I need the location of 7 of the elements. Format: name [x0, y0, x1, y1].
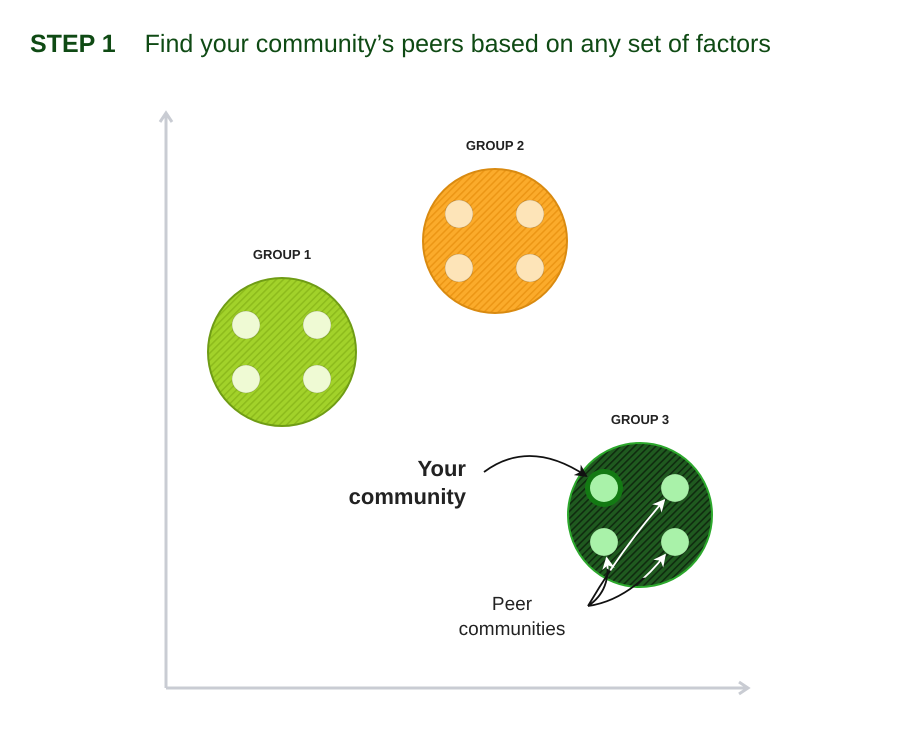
callout-text: Your community — [348, 455, 466, 510]
title: STEP 1 Find your community’s peers based on any set of factors — [30, 30, 771, 59]
callout-text: Peer communities — [458, 593, 566, 642]
highlighted-community-circle — [585, 469, 623, 507]
group-label: GROUP 3 — [610, 412, 670, 427]
group-label: GROUP 1 — [252, 247, 312, 262]
group-label: GROUP 2 — [464, 138, 526, 153]
